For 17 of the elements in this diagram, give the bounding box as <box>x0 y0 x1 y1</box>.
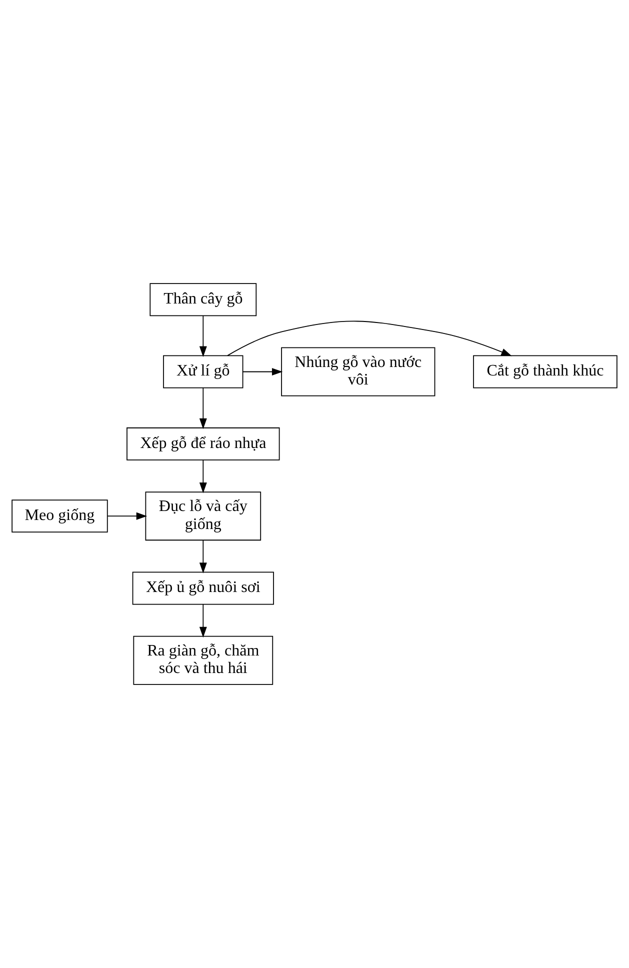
node-box: Thân cây gỗ <box>150 283 257 316</box>
arrow <box>199 387 207 430</box>
arrow <box>227 320 512 356</box>
node-box: Meo giống <box>12 500 108 533</box>
arrow <box>199 604 207 638</box>
arrow <box>199 540 207 574</box>
arrow <box>199 315 207 357</box>
arrow <box>199 460 207 494</box>
node-box: Xử lí gỗ <box>163 355 244 388</box>
node-box: Ra giàn gỗ, chăm sóc và thu hái <box>133 636 274 685</box>
node-box: Cắt gỗ thành khúc <box>473 355 618 388</box>
arrow <box>107 512 148 520</box>
arrow <box>242 368 283 376</box>
node-box: Nhúng gỗ vào nước vôi <box>281 347 436 396</box>
node-box: Đục lỗ và cấy giống <box>145 492 262 541</box>
node-box: Xếp gỗ để ráo nhựa <box>126 427 280 460</box>
node-box: Xếp ủ gỗ nuôi sơi <box>132 572 274 605</box>
